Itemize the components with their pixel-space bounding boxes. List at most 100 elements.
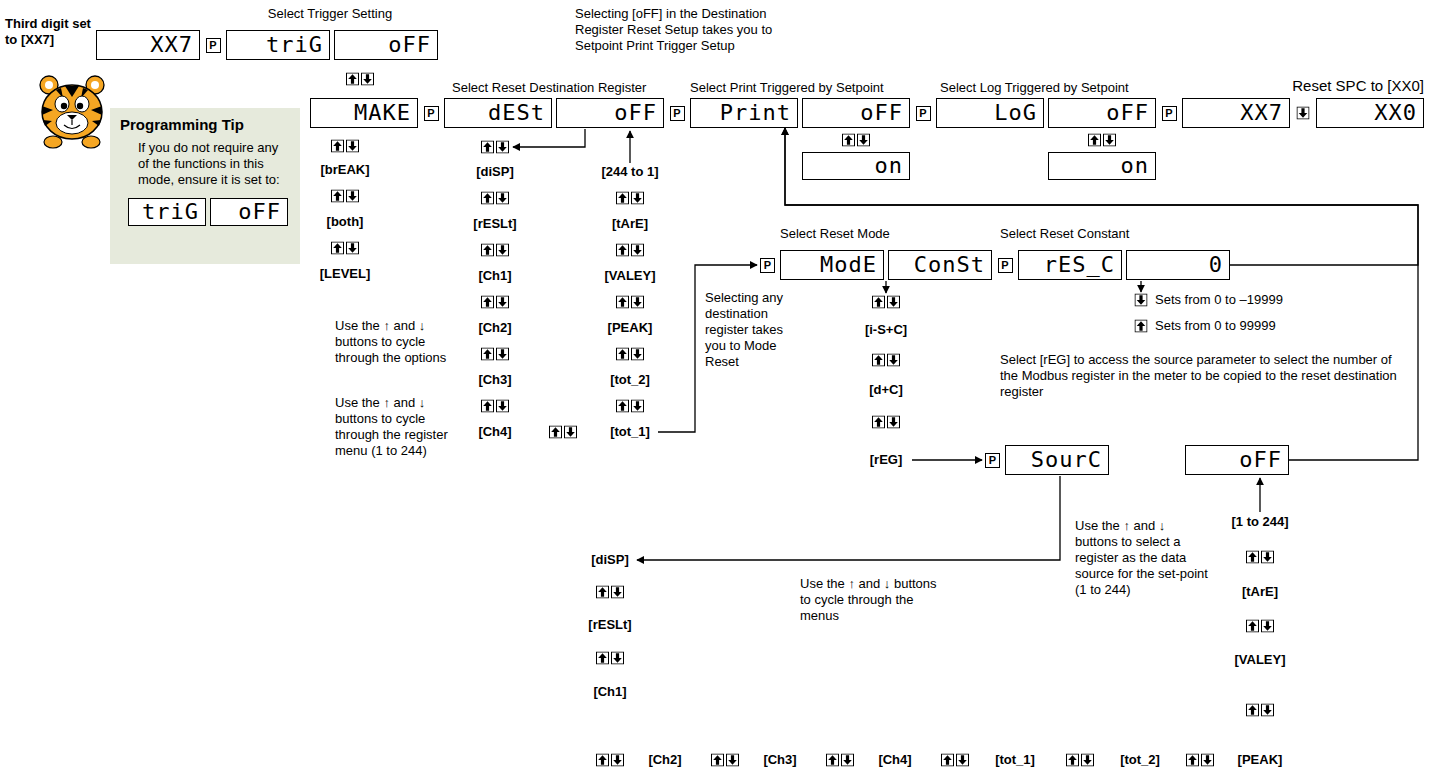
lcd-display: Print (690, 98, 798, 128)
display-text: oFF (614, 102, 657, 124)
program-button: P (985, 453, 1000, 468)
tiger-stripe (65, 86, 79, 97)
menu-option: [1 to 244] (1231, 514, 1288, 530)
lcd-display: dESt (444, 98, 552, 128)
instruction-note: Use the ↑ and ↓ buttons to cycle through… (335, 395, 460, 459)
tip-heading: Programming Tip (120, 116, 290, 134)
tiger-stripe (91, 106, 102, 115)
lcd-display: SourC (1005, 445, 1109, 475)
up-key (1135, 320, 1147, 332)
button-label: P (427, 108, 434, 119)
updown-keys (482, 192, 509, 204)
updown-keys (482, 400, 509, 412)
updown-keys (482, 348, 509, 360)
button-label: P (764, 260, 771, 271)
tiger-nose (67, 115, 77, 120)
display-text: on (1121, 155, 1150, 177)
button-label: P (673, 108, 680, 119)
lcd-display: LoG (936, 98, 1044, 128)
menu-option: [rESLt] (473, 216, 516, 232)
display-text: Print (720, 102, 791, 124)
lcd-display: XX0 (1316, 98, 1424, 128)
updown-keys (332, 140, 359, 152)
instruction-note: Selecting any destination register takes… (705, 290, 800, 370)
lcd-display: oFF (1185, 445, 1289, 475)
menu-option: [PEAK] (1238, 752, 1283, 768)
tiger-paw (82, 136, 100, 148)
flow-line (637, 476, 1060, 560)
display-text: rES_C (1044, 254, 1115, 276)
updown-keys (597, 754, 624, 766)
display-text: ConSt (914, 254, 985, 276)
menu-option: [rESLt] (588, 617, 631, 633)
display-text: dESt (488, 102, 545, 124)
updown-keys (617, 348, 644, 360)
program-button: P (916, 106, 931, 121)
menu-option: [Ch1] (593, 684, 626, 700)
menu-option: [Ch3] (478, 372, 511, 388)
menu-option: [diSP] (591, 552, 629, 568)
tiger-mascot (40, 76, 104, 148)
updown-keys (1247, 551, 1274, 563)
tiger-pupil (61, 103, 67, 109)
updown-keys (332, 242, 359, 254)
display-text: on (875, 155, 904, 177)
updown-keys (482, 244, 509, 256)
updown-keys (1247, 620, 1274, 632)
flow-line (629, 131, 630, 163)
lcd-display: MAKE (310, 98, 418, 128)
updown-keys (597, 652, 624, 664)
menu-option: [Ch2] (478, 320, 511, 336)
display-text: MAKE (354, 102, 411, 124)
button-label: P (209, 40, 216, 51)
tiger-stripe (42, 106, 53, 115)
display-text: XX7 (1240, 102, 1283, 124)
program-button: P (424, 106, 439, 121)
lcd-display: triG (226, 30, 330, 60)
display-text: XX0 (1374, 102, 1417, 124)
updown-keys (873, 416, 900, 428)
step-note: Third digit set to [XX7] (5, 16, 93, 48)
lcd-display: on (1048, 152, 1156, 180)
menu-option: [d+C] (869, 382, 903, 398)
updown-keys (482, 296, 509, 308)
lcd-display: ModE (780, 250, 884, 280)
lcd-display: XX7 (96, 30, 200, 60)
tiger-eye (55, 96, 69, 112)
flow-line (1140, 281, 1141, 292)
step-title: Select Reset Destination Register (452, 80, 646, 96)
updown-keys (1089, 134, 1116, 146)
lcd-display: rES_C (1018, 250, 1122, 280)
menu-option: [Ch1] (478, 268, 511, 284)
lcd-display: triG (128, 198, 206, 226)
menu-option: [244 to 1] (601, 164, 658, 180)
menu-option: [diSP] (476, 164, 514, 180)
menu-option: [tot_1] (610, 424, 650, 440)
menu-option: [Ch4] (478, 424, 511, 440)
display-text: 0 (1209, 254, 1223, 276)
menu-option: [Ch2] (648, 752, 681, 768)
step-title: Select Reset Constant (1000, 226, 1129, 242)
down-key (1297, 107, 1309, 119)
lcd-display: oFF (802, 98, 910, 128)
updown-keys (550, 426, 577, 438)
display-text: oFF (388, 34, 431, 56)
flow-line (1259, 478, 1260, 512)
step-title: Reset SPC to [XX0] (1292, 77, 1424, 95)
instruction-note: Use the ↑ and ↓ buttons to select a regi… (1075, 518, 1210, 598)
range-note: Sets from 0 to –19999 (1155, 292, 1283, 308)
menu-option: [tot_2] (610, 372, 650, 388)
flow-line (912, 459, 982, 460)
tiger-inner-ear (45, 81, 53, 89)
lcd-display: oFF (556, 98, 664, 128)
button-label: P (919, 108, 926, 119)
program-button: P (998, 258, 1013, 273)
tiger-inner-ear (91, 81, 99, 89)
tiger-pupil (77, 103, 83, 109)
updown-keys (617, 400, 644, 412)
flow-connector (785, 128, 1418, 460)
updown-keys (347, 73, 374, 85)
lcd-display: oFF (1048, 98, 1156, 128)
